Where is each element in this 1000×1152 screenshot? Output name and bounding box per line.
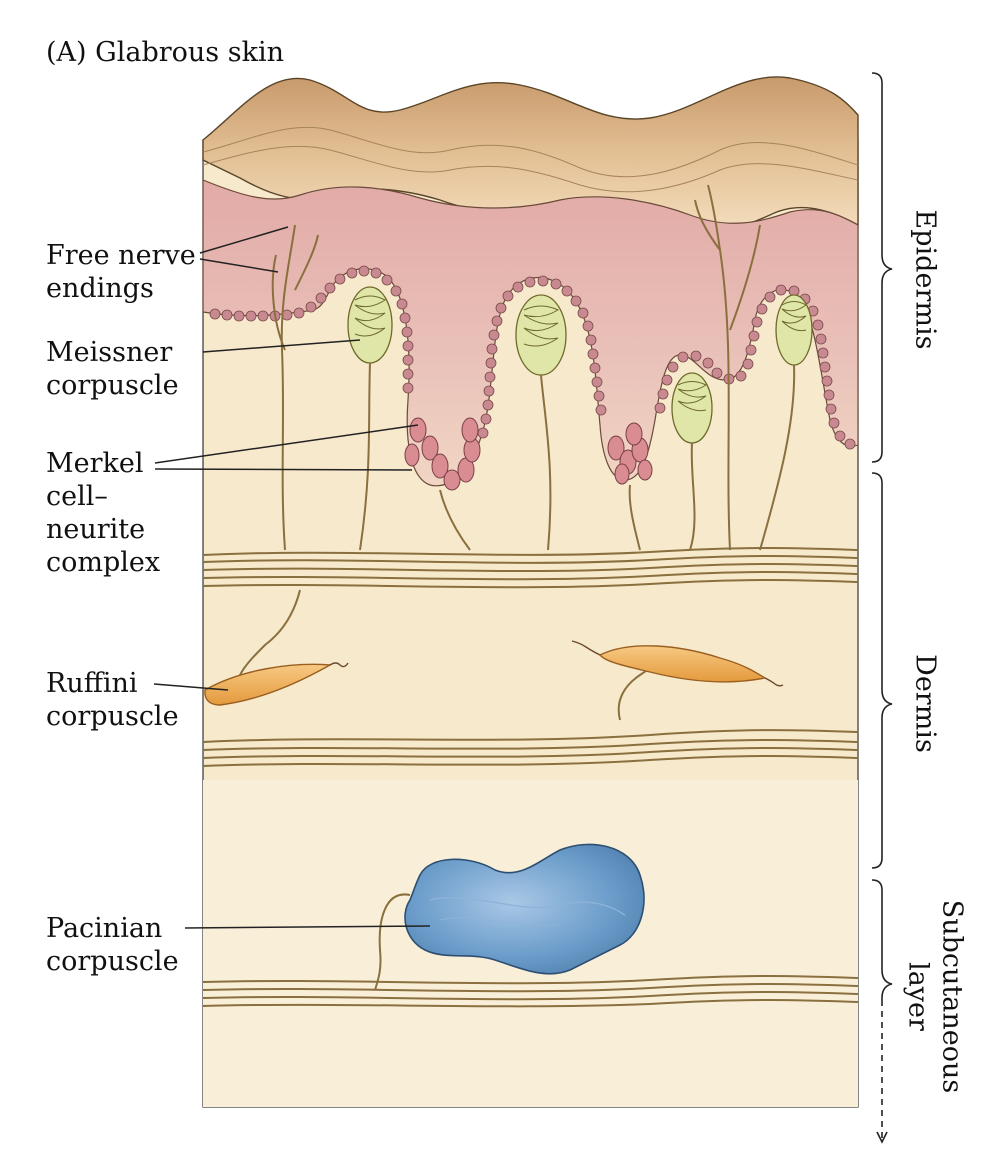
label-meissner-line1: Meissner — [46, 337, 173, 368]
nerve-fibers — [239, 184, 796, 991]
panel-title: (A) Glabrous skin — [46, 37, 284, 68]
label-merkel-line2: cell– — [46, 481, 108, 512]
label-dermis: Dermis — [909, 654, 941, 753]
nerve-bundles — [202, 547, 859, 1008]
label-subcutaneous-line1: Subcutaneous — [936, 899, 968, 1094]
label-merkel-line3: neurite — [46, 514, 146, 545]
label-free-nerve-endings-line2: endings — [46, 273, 154, 304]
basal-cell-layer — [209, 265, 856, 450]
label-meissner-line2: corpuscle — [46, 370, 179, 401]
ruffini-corpuscle-left — [204, 663, 333, 706]
label-merkel-line1: Merkel — [46, 448, 144, 479]
epidermis-layer — [202, 179, 859, 487]
pacinian-corpuscle — [404, 843, 645, 975]
label-epidermis: Epidermis — [909, 209, 941, 350]
stratum-corneum — [202, 76, 859, 229]
label-merkel-line4: complex — [46, 547, 161, 578]
layer-braces — [871, 72, 893, 1144]
label-subcutaneous-line2: layer — [902, 962, 934, 1031]
merkel-clusters — [404, 417, 653, 491]
label-pacinian-line2: corpuscle — [46, 946, 179, 977]
ruffini-corpuscle-right — [598, 645, 767, 683]
label-free-nerve-endings-line1: Free nerve — [46, 240, 196, 271]
label-ruffini-line2: corpuscle — [46, 701, 179, 732]
leader-lines — [153, 226, 431, 929]
label-ruffini-line1: Ruffini — [46, 668, 138, 699]
label-pacinian-line1: Pacinian — [46, 913, 163, 944]
